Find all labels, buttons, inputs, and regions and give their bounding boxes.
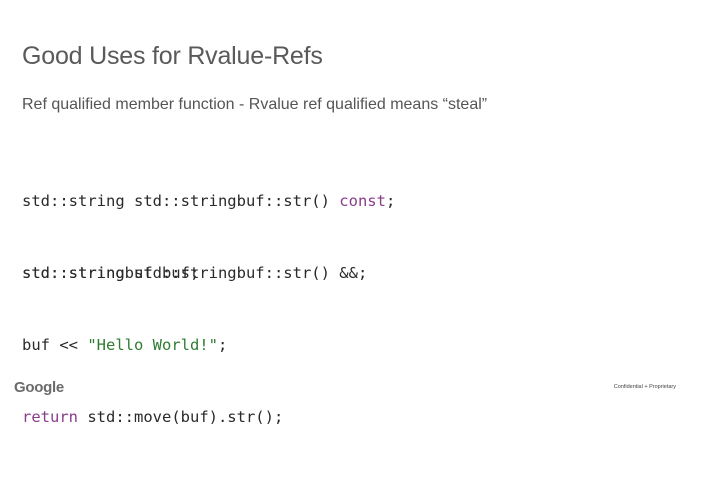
code-line: buf << "Hello World!"; [22, 333, 283, 357]
code-text: std::string std::stringbuf::str() [22, 192, 340, 210]
code-line: std::string std::stringbuf::str() &&; [22, 261, 395, 285]
code-text: ; [385, 192, 396, 210]
code-block-signatures: std::string std::stringbuf::str() const;… [22, 141, 395, 333]
code-text: buf << [22, 336, 88, 354]
google-logo: Google [14, 379, 64, 396]
code-text: std::string std::stringbuf::str() &&; [22, 264, 368, 282]
code-keyword: return [22, 408, 78, 426]
slide-subtitle: Ref qualified member function - Rvalue r… [22, 96, 488, 113]
code-string-literal: "Hello World!" [87, 336, 218, 354]
code-text: std::move(buf).str(); [78, 408, 284, 426]
code-text: ; [217, 336, 228, 354]
code-line: std::string std::stringbuf::str() const; [22, 189, 395, 213]
code-line: std::stringbuf buf; [22, 261, 283, 285]
code-block-usage: std::stringbuf buf; buf << "Hello World!… [22, 213, 283, 477]
slide-title: Good Uses for Rvalue-Refs [22, 42, 323, 70]
code-line: return std::move(buf).str(); [22, 405, 283, 429]
code-keyword: const [339, 192, 386, 210]
slide: Good Uses for Rvalue-Refs Ref qualified … [14, 42, 676, 426]
code-text: std::stringbuf buf; [22, 264, 200, 282]
footer-confidential: Confidential + Proprietary [613, 384, 676, 390]
